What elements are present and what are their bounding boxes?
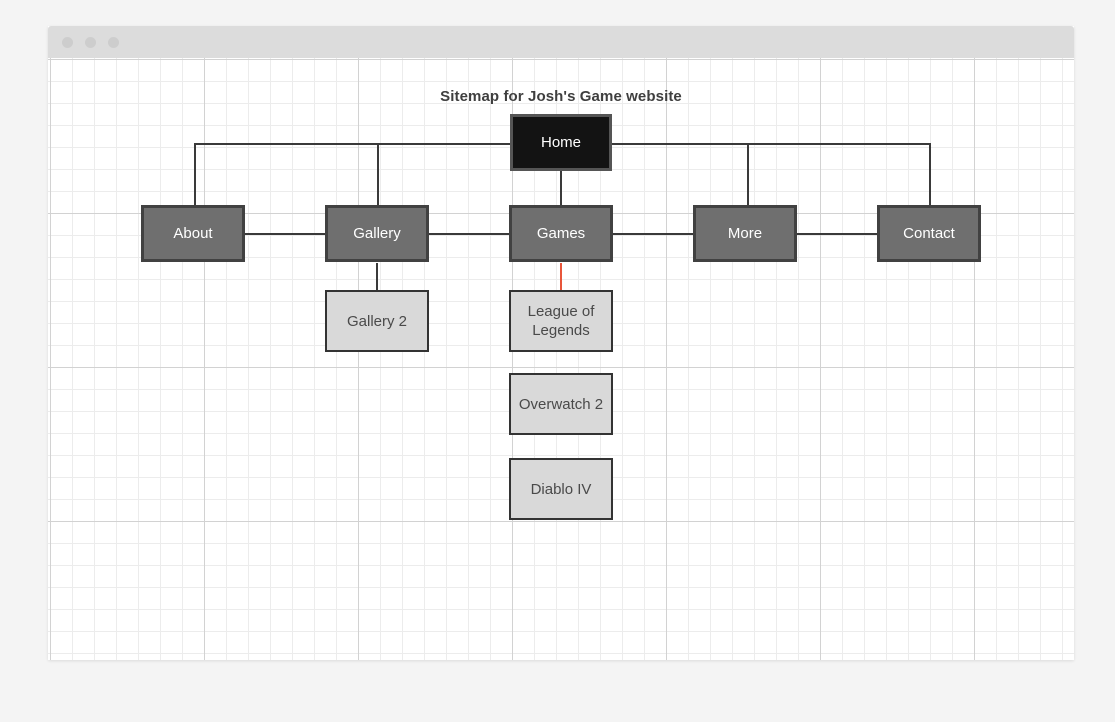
node-contact[interactable]: Contact (877, 205, 981, 262)
app-window: Sitemap for Josh's Game website (48, 26, 1074, 660)
node-gallery2-label: Gallery 2 (346, 312, 408, 330)
minimize-dot-icon[interactable] (85, 37, 96, 48)
node-about-label: About (173, 225, 213, 242)
edge-home-about-drop (194, 143, 196, 235)
node-home-label: Home (540, 134, 581, 151)
window-titlebar[interactable] (48, 26, 1074, 58)
diagram-title: Sitemap for Josh's Game website (440, 88, 682, 105)
edge-home-gallery-drop (377, 143, 379, 235)
node-diablo-iv[interactable]: Diablo IV (509, 458, 613, 520)
node-overwatch-2[interactable]: Overwatch 2 (509, 373, 613, 435)
edge-home-contact-drop (929, 143, 931, 235)
node-gallery[interactable]: Gallery (325, 205, 429, 262)
edge-about-gallery (244, 233, 328, 235)
edge-games-lol (560, 263, 562, 291)
node-more-label: More (727, 225, 763, 242)
edge-home-more-drop (747, 143, 749, 235)
node-gallery2[interactable]: Gallery 2 (325, 290, 429, 352)
edge-home-games (560, 171, 562, 235)
node-games[interactable]: Games (509, 205, 613, 262)
node-games-label: Games (536, 225, 586, 242)
node-home[interactable]: Home (510, 114, 612, 171)
node-contact-label: Contact (903, 225, 955, 242)
node-overwatch-2-label: Overwatch 2 (518, 395, 604, 413)
node-league-of-legends[interactable]: League of Legends (509, 290, 613, 352)
edge-more-contact (795, 233, 878, 235)
node-gallery-label: Gallery (353, 225, 401, 242)
edge-gallery-games (428, 233, 511, 235)
node-league-of-legends-label: League of Legends (527, 303, 595, 339)
node-more[interactable]: More (693, 205, 797, 262)
edge-gallery-gallery2 (376, 263, 378, 291)
maximize-dot-icon[interactable] (108, 37, 119, 48)
close-dot-icon[interactable] (62, 37, 73, 48)
node-diablo-iv-label: Diablo IV (530, 480, 592, 498)
node-about[interactable]: About (141, 205, 245, 262)
diagram-canvas[interactable]: Sitemap for Josh's Game website (48, 58, 1074, 660)
edge-games-more (611, 233, 695, 235)
